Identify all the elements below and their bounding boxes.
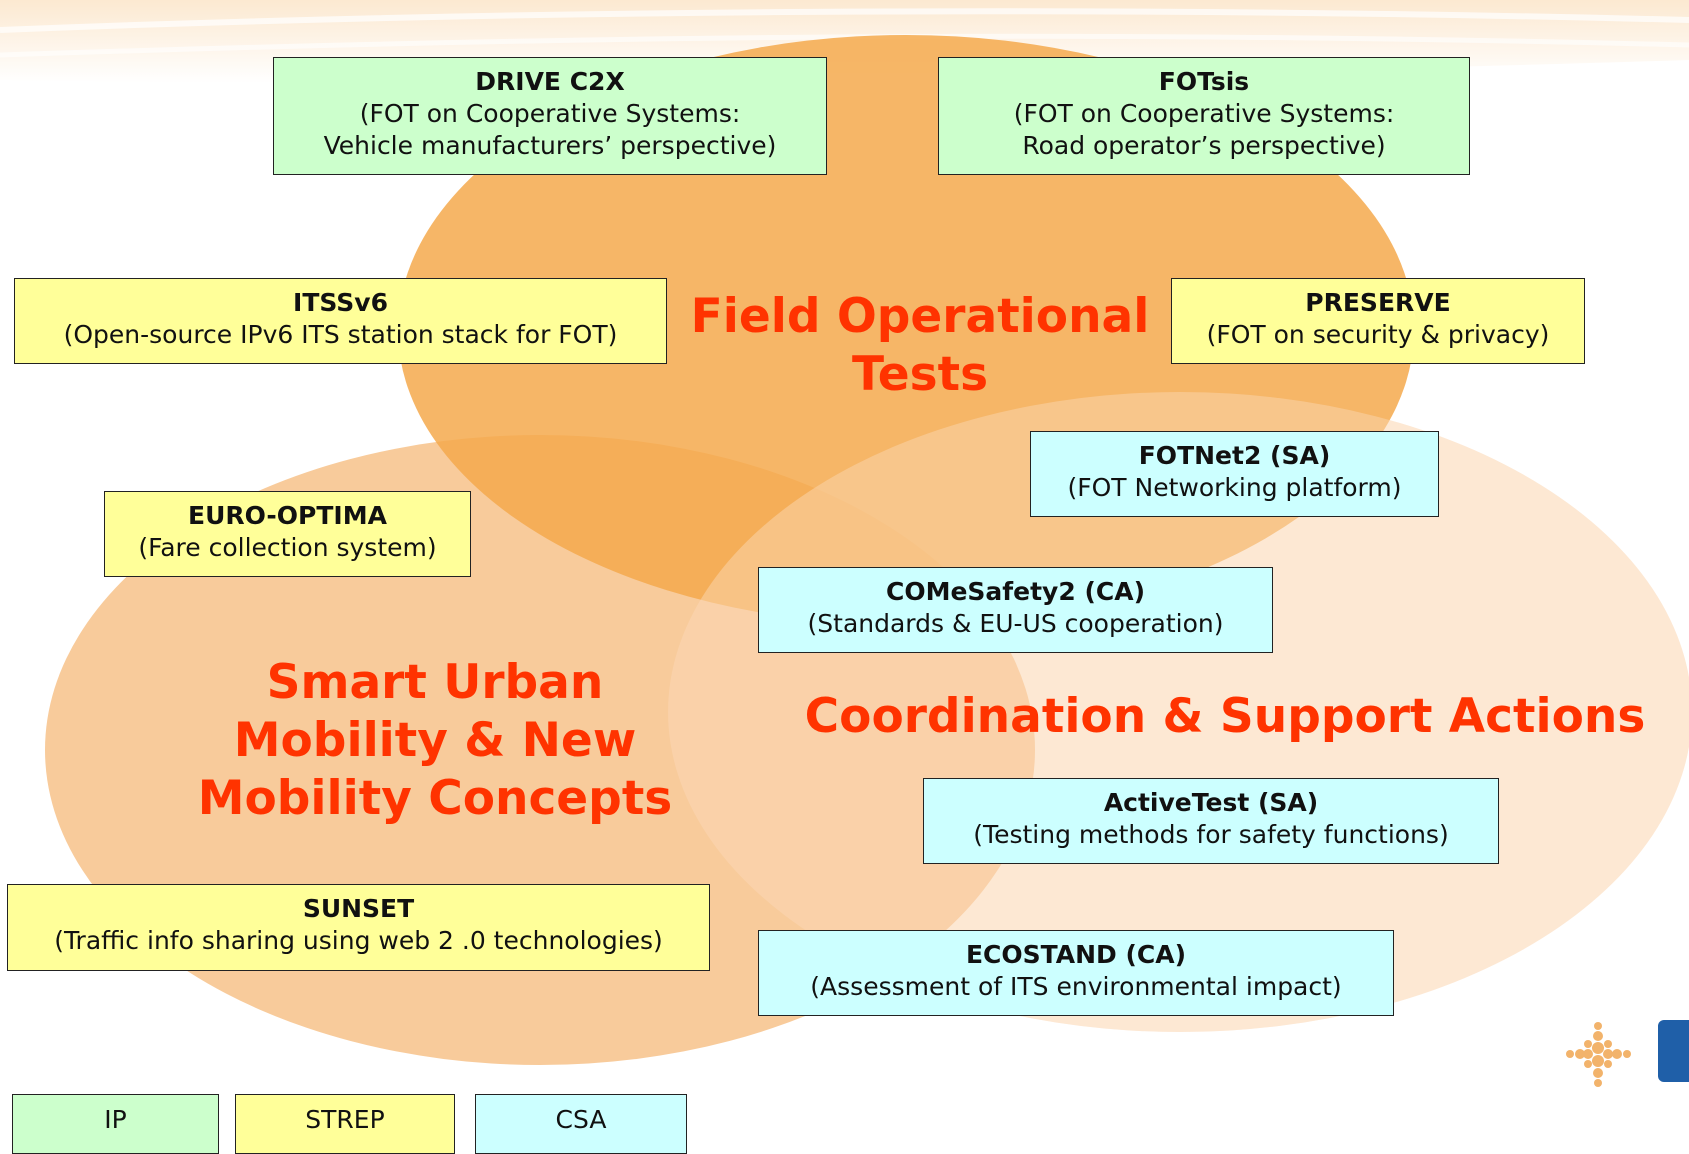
project-description: (Fare collection system)	[138, 533, 437, 562]
coordination-overlay	[668, 392, 1689, 1032]
project-description: (Assessment of ITS environmental impact)	[810, 972, 1342, 1001]
project-title: ActiveTest (SA)	[1103, 788, 1319, 817]
eu-flag-icon	[1658, 1020, 1689, 1082]
dotted-cross-logo-icon	[1566, 1022, 1631, 1087]
project-description: (Traffic info sharing using web 2 .0 tec…	[54, 926, 663, 955]
project-title: PRESERVE	[1305, 288, 1451, 317]
project-description: (Standards & EU-US cooperation)	[807, 609, 1224, 638]
project-title: EURO-OPTIMA	[188, 501, 387, 530]
project-fotnet2: FOTNet2 (SA) (FOT Networking platform)	[1030, 431, 1439, 517]
project-title: SUNSET	[302, 894, 415, 923]
region-label-fot: Field Operational Tests	[690, 289, 1150, 402]
project-description: (FOT on Cooperative Systems:	[359, 99, 741, 128]
project-activetest: ActiveTest (SA) (Testing methods for saf…	[923, 778, 1499, 864]
region-label-urban: Smart Urban Mobility & New Mobility Conc…	[197, 655, 673, 826]
project-euro-optima: EURO-OPTIMA (Fare collection system)	[104, 491, 471, 577]
project-description: Road operator’s perspective)	[1022, 131, 1386, 160]
project-title: FOTsis	[1158, 67, 1250, 96]
project-itssv6: ITSSv6 (Open-source IPv6 ITS station sta…	[14, 278, 667, 364]
project-drive-c2x: DRIVE C2X (FOT on Cooperative Systems: V…	[273, 57, 827, 175]
project-title: ITSSv6	[293, 288, 388, 317]
legend-ip: IP	[12, 1094, 219, 1154]
project-fotsis: FOTsis (FOT on Cooperative Systems: Road…	[938, 57, 1470, 175]
legend-strep: STREP	[235, 1094, 455, 1154]
project-preserve: PRESERVE (FOT on security & privacy)	[1171, 278, 1585, 364]
project-comesafety2: COMeSafety2 (CA) (Standards & EU-US coop…	[758, 567, 1273, 653]
project-title: FOTNet2 (SA)	[1138, 441, 1331, 470]
project-sunset: SUNSET (Traffic info sharing using web 2…	[7, 884, 710, 971]
project-description: (Testing methods for safety functions)	[973, 820, 1449, 849]
project-title: COMeSafety2 (CA)	[885, 577, 1146, 606]
project-description: (FOT Networking platform)	[1067, 473, 1402, 502]
project-description: (Open-source IPv6 ITS station stack for …	[63, 320, 618, 349]
region-label-coordination: Coordination & Support Actions	[804, 689, 1646, 744]
project-description: (FOT on Cooperative Systems:	[1013, 99, 1395, 128]
project-description: (FOT on security & privacy)	[1206, 320, 1550, 349]
project-description: Vehicle manufacturers’ perspective)	[323, 131, 777, 160]
project-title: ECOSTAND (CA)	[965, 940, 1187, 969]
project-title: DRIVE C2X	[475, 67, 625, 96]
legend-csa: CSA	[475, 1094, 687, 1154]
project-ecostand: ECOSTAND (CA) (Assessment of ITS environ…	[758, 930, 1394, 1016]
